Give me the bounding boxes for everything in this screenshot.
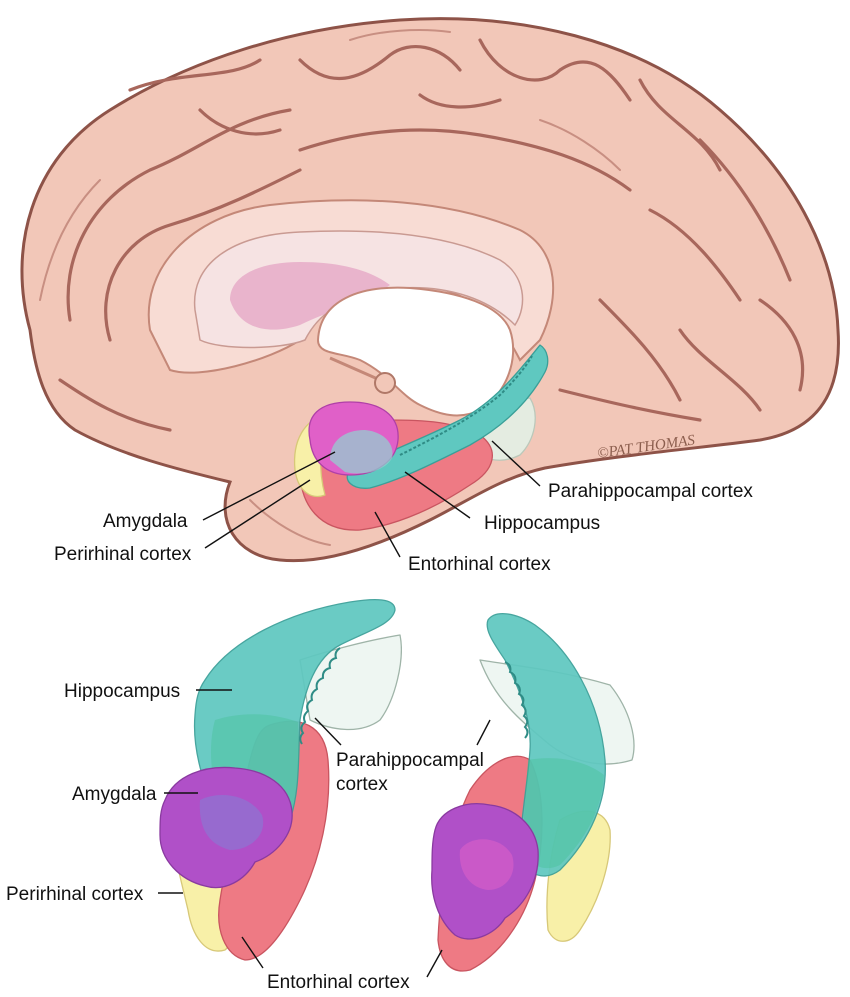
dentate-ridge xyxy=(399,355,533,456)
mtl-structures-left xyxy=(159,598,402,961)
label-bottom-parahippocampal-line2: cortex xyxy=(336,774,388,795)
mammillary-body xyxy=(374,372,396,394)
dentate-edge-right xyxy=(504,661,529,739)
hippocampus-overlap-right xyxy=(522,758,604,869)
leader-bottom-parahippocampal-left xyxy=(314,717,342,746)
mtl-structures-right xyxy=(431,613,635,972)
leader-top-amygdala xyxy=(202,451,336,521)
parahippocampal-left xyxy=(299,634,402,731)
leader-top-hippocampus xyxy=(404,471,471,519)
amygdala-top-shade xyxy=(330,430,393,474)
dentate-edge-left xyxy=(299,647,341,745)
label-bottom-parahippocampal-line1: Parahippocampal xyxy=(336,750,484,771)
leader-bottom-parahippocampal-right xyxy=(476,719,491,746)
label-bottom-entorhinal: Entorhinal cortex xyxy=(267,972,410,993)
label-top-hippocampus: Hippocampus xyxy=(484,513,600,534)
septal-region xyxy=(230,262,390,330)
label-top-entorhinal: Entorhinal cortex xyxy=(408,554,551,575)
brain-gyri xyxy=(39,29,805,546)
amygdala-left-shade xyxy=(199,795,264,850)
label-bottom-perirhinal: Perirhinal cortex xyxy=(6,884,144,905)
label-top-parahippocampal: Parahippocampal cortex xyxy=(548,481,753,502)
hippocampus-right xyxy=(486,613,606,877)
label-bottom-amygdala: Amygdala xyxy=(72,784,157,805)
leader-top-entorhinal xyxy=(374,511,401,558)
hippocampus-top xyxy=(346,344,549,489)
label-top-amygdala: Amygdala xyxy=(103,511,188,532)
label-bottom-hippocampus: Hippocampus xyxy=(64,681,180,702)
amygdala-left xyxy=(159,766,293,889)
leader-top-perirhinal xyxy=(204,479,311,549)
leader-bottom-entorhinal-left xyxy=(241,936,264,969)
amygdala-right-shade xyxy=(459,839,514,890)
leader-bottom-entorhinal-right xyxy=(426,949,443,978)
leader-top-parahippocampal xyxy=(491,440,541,487)
brain-medial-view: ©PAT THOMAS xyxy=(20,17,840,563)
label-top-perirhinal: Perirhinal cortex xyxy=(54,544,192,565)
